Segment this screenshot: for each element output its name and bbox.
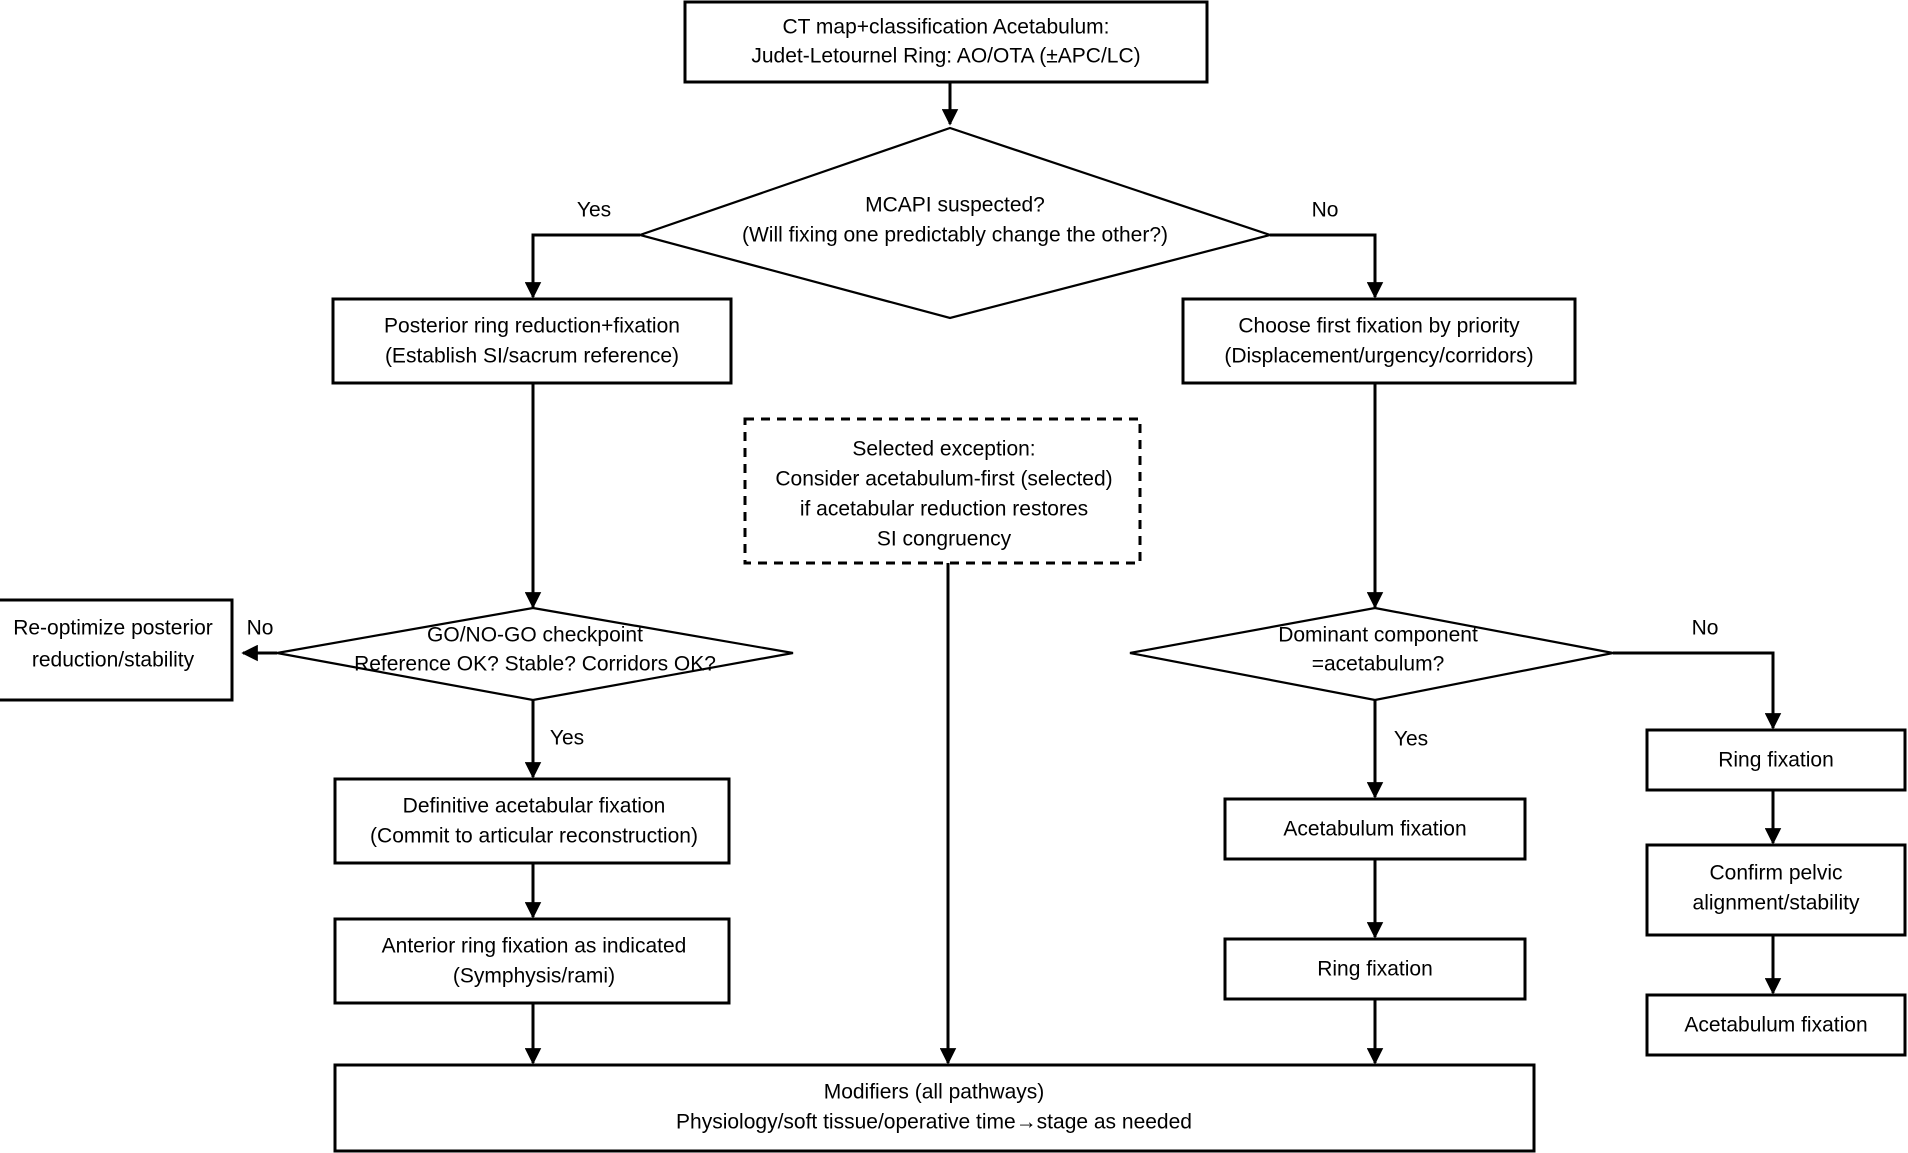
node-dominant-decision[interactable]: Dominant component =acetabulum? [1129, 606, 1614, 702]
node-confirm-alignment[interactable]: Confirm pelvic alignment/stability [1645, 843, 1907, 937]
node-reoptimize-line1: Re-optimize posterior [13, 617, 213, 640]
node-acetabulum-fixation-right[interactable]: Acetabulum fixation [1645, 993, 1907, 1057]
node-acetabulum-mid-line1: Acetabulum fixation [1283, 818, 1466, 841]
node-ring-mid-line1: Ring fixation [1317, 958, 1433, 981]
node-modifiers[interactable]: Modifiers (all pathways) Physiology/soft… [333, 1063, 1536, 1153]
node-ring-fixation-right[interactable]: Ring fixation [1645, 728, 1907, 792]
edge-label-dominant-no: No [1692, 617, 1719, 640]
edge-label-gonogo-no: No [247, 617, 274, 640]
edge-label-mcapi-no: No [1312, 199, 1339, 222]
node-confirm-line2: alignment/stability [1693, 892, 1860, 915]
node-definitive-line2: (Commit to articular reconstruction) [370, 825, 698, 848]
edge-mcapi-yes-to-posterior [524, 233, 640, 299]
node-mcapi-line2: (Will fixing one predictably change the … [742, 224, 1168, 247]
edge-label-dominant-yes: Yes [1394, 728, 1428, 751]
node-exception-line2: Consider acetabulum-first (selected) [775, 468, 1112, 491]
node-dominant-line2: =acetabulum? [1312, 653, 1445, 676]
node-anterior-line2: (Symphysis/rami) [453, 965, 615, 988]
node-dominant-line1: Dominant component [1278, 624, 1478, 647]
node-posterior-line1: Posterior ring reduction+fixation [384, 315, 680, 338]
node-ring-fixation-mid[interactable]: Ring fixation [1223, 937, 1527, 1001]
node-gonogo-line1: GO/NO-GO checkpoint [427, 624, 643, 647]
node-anterior-ring[interactable]: Anterior ring fixation as indicated (Sym… [333, 917, 731, 1005]
node-definitive-acetabular[interactable]: Definitive acetabular fixation (Commit t… [333, 777, 731, 865]
node-start-line1: CT map+classification Acetabulum: [782, 16, 1109, 39]
node-priority-line2: (Displacement/urgency/corridors) [1224, 345, 1533, 368]
edge-mcapi-no-to-priority [1270, 233, 1384, 299]
edge-label-mcapi-yes: Yes [577, 199, 611, 222]
node-exception-line4: SI congruency [877, 528, 1012, 551]
node-anterior-line1: Anterior ring fixation as indicated [382, 935, 687, 958]
edge-layer [241, 82, 1782, 1065]
node-confirm-line1: Confirm pelvic [1709, 862, 1842, 885]
node-acetabulum-fixation-mid[interactable]: Acetabulum fixation [1223, 797, 1527, 861]
node-choose-priority[interactable]: Choose first fixation by priority (Displ… [1181, 297, 1577, 385]
node-modifiers-line2: Physiology/soft tissue/operative time→st… [676, 1111, 1192, 1134]
node-start-line2: Judet-Letournel Ring: AO/OTA (±APC/LC) [751, 45, 1140, 68]
node-exception-line3: if acetabular reduction restores [800, 498, 1088, 521]
node-mcapi-decision[interactable]: MCAPI suspected? (Will fixing one predic… [636, 126, 1274, 320]
node-mcapi-line1: MCAPI suspected? [865, 194, 1045, 217]
node-definitive-line1: Definitive acetabular fixation [403, 795, 666, 818]
node-priority-line1: Choose first fixation by priority [1238, 315, 1520, 338]
edge-dominant-no-to-ring-right [1613, 651, 1782, 730]
node-gonogo-decision[interactable]: GO/NO-GO checkpoint Reference OK? Stable… [276, 606, 794, 702]
node-reoptimize[interactable]: Re-optimize posterior reduction/stabilit… [0, 598, 234, 702]
node-ring-right-line1: Ring fixation [1718, 749, 1834, 772]
node-selected-exception[interactable]: Selected exception: Consider acetabulum-… [743, 417, 1142, 565]
node-posterior-ring[interactable]: Posterior ring reduction+fixation (Estab… [331, 297, 733, 385]
node-posterior-line2: (Establish SI/sacrum reference) [385, 345, 679, 368]
node-reoptimize-line2: reduction/stability [32, 649, 195, 672]
node-modifiers-line1: Modifiers (all pathways) [824, 1081, 1045, 1104]
node-exception-line1: Selected exception: [852, 438, 1035, 461]
edge-label-gonogo-yes: Yes [550, 727, 584, 750]
node-start[interactable]: CT map+classification Acetabulum: Judet-… [683, 0, 1209, 84]
node-acetabulum-right-line1: Acetabulum fixation [1684, 1014, 1867, 1037]
node-gonogo-line2: Reference OK? Stable? Corridors OK? [354, 653, 716, 676]
